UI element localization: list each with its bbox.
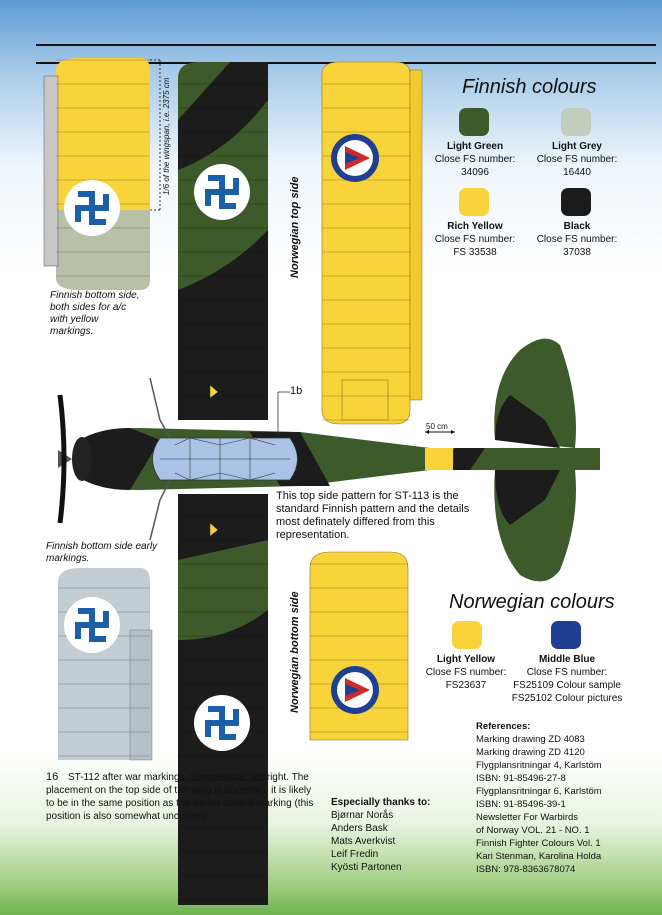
- thanks-name: Kyösti Partonen: [331, 862, 402, 873]
- references-title: References:: [476, 721, 531, 732]
- thanks-title: Especially thanks to:: [331, 797, 431, 808]
- finnish-bottom-early-note: Finnish bottom side early markings.: [46, 541, 158, 564]
- st112-number: 16: [46, 771, 59, 783]
- span-note: 1/6 of the wingspan, i.e. 2375 cm: [162, 77, 171, 195]
- finnish-bottom-wing-yellow: [43, 58, 150, 290]
- swastika-1: [75, 191, 109, 225]
- finnish-bottom-yellow-note: Finnish bottom side, both sides for a/c …: [50, 290, 140, 337]
- thanks-name: Bjørnar Norås: [331, 810, 394, 821]
- reference-line: Newsletter For Warbirds: [476, 812, 579, 823]
- norwegian-colours-heading: Norwegian colours: [449, 591, 615, 613]
- reference-line: ISBN: 978-8363678074: [476, 864, 576, 875]
- reference-line: Flygplansritningar 6, Karlstöm: [476, 786, 602, 797]
- norwegian-bottom-label: Norwegian bottom side: [289, 591, 301, 713]
- reference-line: ISBN: 91-85496-27-8: [476, 773, 566, 784]
- swastika-4: [75, 608, 109, 642]
- callout-1b: 1b: [290, 385, 303, 397]
- swatch-light-green: [459, 108, 489, 136]
- thanks-block: Especially thanks to: Bjørnar Norås Ande…: [331, 796, 471, 874]
- norwegian-bottom-wing: [309, 551, 409, 741]
- reference-line: Finnish Fighter Colours Vol. 1: [476, 838, 601, 849]
- top-rule: [36, 44, 656, 46]
- thanks-name: Mats Averkvist: [331, 836, 396, 847]
- scale-label: 50 cm: [426, 422, 448, 431]
- reference-line: Marking drawing ZD 4083: [476, 734, 585, 745]
- thanks-name: Anders Bask: [331, 823, 388, 834]
- reference-line: Marking drawing ZD 4120: [476, 747, 585, 758]
- reference-line: ISBN: 91-85496-39-1: [476, 799, 566, 810]
- swatch-rich-yellow: [459, 188, 489, 216]
- swatch-light-yellow: [452, 621, 482, 649]
- reference-line: Flygplansritningar 4, Karlstöm: [476, 760, 602, 771]
- swatch-middle-blue: [551, 621, 581, 649]
- thanks-name: Leif Fredin: [331, 849, 379, 860]
- upper-wing-left-half: [178, 62, 268, 420]
- swastika-3: [205, 706, 239, 740]
- norwegian-top-wing: [321, 61, 423, 425]
- norwegian-top-label: Norwegian top side: [289, 176, 301, 278]
- reference-line: Kari Stenman, Karolina Holda: [476, 851, 602, 862]
- finnish-colours-heading: Finnish colours: [462, 76, 597, 98]
- st113-note: This top side pattern for ST-113 is the …: [276, 490, 490, 542]
- swastika-2: [205, 175, 239, 209]
- lower-wing-left-half: [178, 494, 268, 905]
- fuselage: [57, 377, 600, 541]
- reference-line: of Norway VOL. 21 - NO. 1: [476, 825, 590, 836]
- references-block: References: Marking drawing ZD 4083 Mark…: [476, 720, 646, 876]
- swatch-light-grey: [561, 108, 591, 136]
- finnish-bottom-wing-grey: [58, 568, 153, 761]
- swatch-black: [561, 188, 591, 216]
- st112-note: ST-112 after war markings. Symmetrical, …: [46, 772, 314, 822]
- tail: [494, 338, 576, 582]
